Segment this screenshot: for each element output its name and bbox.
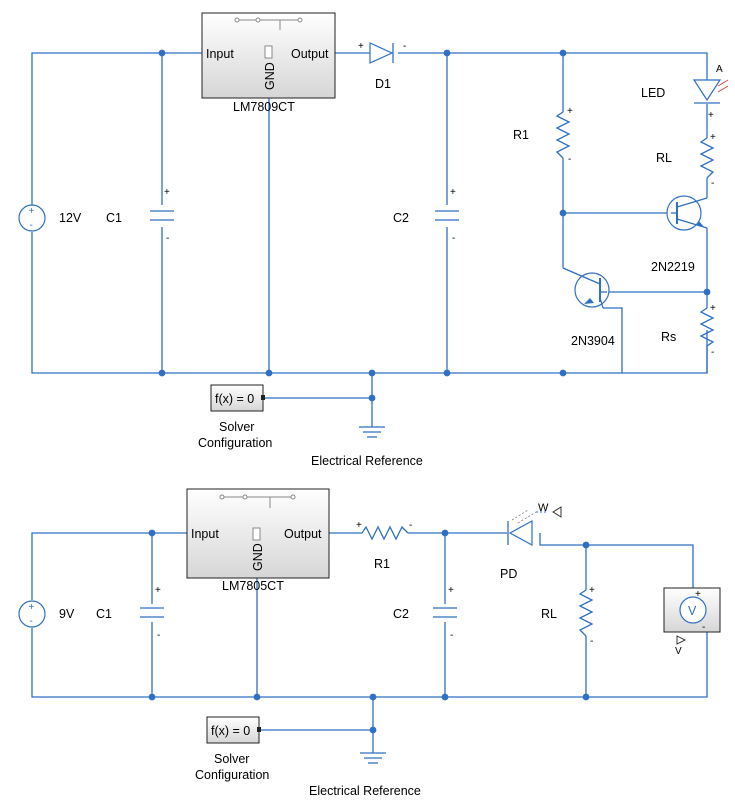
top-capacitor-c2[interactable]: + - xyxy=(435,187,459,244)
top-led-port: A xyxy=(716,64,723,75)
bottom-capacitor-c1[interactable]: + - xyxy=(140,585,164,641)
svg-text:+: + xyxy=(710,303,716,314)
bottom-pd-label: PD xyxy=(500,567,517,581)
bottom-regulator-block[interactable]: Input Output GND xyxy=(186,488,330,579)
top-c1-label: C1 xyxy=(106,211,122,225)
bottom-voltage-source[interactable]: + - xyxy=(18,600,46,628)
top-solver-label-1: Solver xyxy=(219,420,254,434)
top-d1-label: D1 xyxy=(375,77,391,91)
bottom-wires xyxy=(31,532,708,753)
top-capacitor-c1[interactable]: + - xyxy=(150,187,174,244)
bottom-solver-label-1: Solver xyxy=(214,752,249,766)
top-r1-label: R1 xyxy=(513,128,529,142)
bottom-ground-label: Electrical Reference xyxy=(309,784,421,798)
bottom-capacitor-c2[interactable]: + - xyxy=(433,585,457,641)
svg-text:+: + xyxy=(29,206,35,217)
top-circuit: + - 12V + - C1 Input Output xyxy=(18,12,729,468)
svg-text:+: + xyxy=(356,520,362,531)
svg-text:-: - xyxy=(702,622,705,633)
top-regulator-name: LM7809CT xyxy=(233,100,295,114)
top-resistor-r1[interactable]: + - xyxy=(555,106,573,165)
top-transistor-2n3904[interactable] xyxy=(562,267,610,309)
bottom-c2-label: C2 xyxy=(393,607,409,621)
svg-text:-: - xyxy=(30,616,33,627)
top-solver-configuration[interactable]: f(x) = 0 xyxy=(210,384,265,412)
top-ground-label: Electrical Reference xyxy=(311,454,423,468)
svg-text:+: + xyxy=(29,602,35,613)
svg-text:+: + xyxy=(358,41,364,52)
top-led-label: LED xyxy=(641,86,665,100)
bottom-solver-configuration[interactable]: f(x) = 0 xyxy=(206,716,261,744)
svg-text:-: - xyxy=(403,41,406,52)
svg-text:+: + xyxy=(155,585,161,596)
bottom-pd-port: W xyxy=(538,502,549,514)
svg-text:-: - xyxy=(568,154,571,165)
svg-text:-: - xyxy=(157,630,160,641)
bottom-resistor-r1[interactable]: + - xyxy=(356,520,412,541)
bottom-voltmeter[interactable]: V + - V xyxy=(663,587,721,657)
svg-text:+: + xyxy=(448,585,454,596)
top-led[interactable]: A + xyxy=(692,64,729,121)
svg-text:-: - xyxy=(30,220,33,231)
top-rl-label: RL xyxy=(656,151,672,165)
bottom-regulator-name: LM7805CT xyxy=(222,579,284,593)
top-resistor-rs[interactable]: + - xyxy=(699,303,716,373)
svg-text:+: + xyxy=(164,187,170,198)
top-voltage-source[interactable]: + - xyxy=(18,204,46,232)
svg-text:+: + xyxy=(708,110,714,121)
bottom-r1-label: R1 xyxy=(374,557,390,571)
svg-text:-: - xyxy=(711,178,714,189)
top-q2-label: 2N3904 xyxy=(571,334,615,348)
svg-text:+: + xyxy=(567,106,573,117)
bottom-rl-label: RL xyxy=(541,607,557,621)
svg-text:+: + xyxy=(695,589,701,600)
bottom-voltmeter-symbol: V xyxy=(688,604,697,618)
bottom-reg-output-port: Output xyxy=(284,527,322,541)
top-solver-expr: f(x) = 0 xyxy=(215,392,254,406)
bottom-c1-label: C1 xyxy=(96,607,112,621)
top-junctions xyxy=(158,49,711,402)
top-reg-gnd-port: GND xyxy=(263,62,277,90)
top-reg-input-port: Input xyxy=(206,47,234,61)
bottom-photodiode[interactable]: W xyxy=(507,502,562,547)
top-diode-d1[interactable]: + - xyxy=(358,41,406,64)
bottom-circuit: + - 9V + - C1 Input Output xyxy=(18,488,721,798)
svg-text:+: + xyxy=(710,132,716,143)
top-solver-label-2: Configuration xyxy=(198,436,272,450)
svg-text:+: + xyxy=(450,187,456,198)
top-source-label: 12V xyxy=(59,211,82,225)
bottom-reg-input-port: Input xyxy=(191,527,219,541)
top-ground-symbol[interactable] xyxy=(359,426,385,438)
bottom-ground-symbol[interactable] xyxy=(360,752,386,764)
svg-text:-: - xyxy=(590,636,593,647)
svg-text:-: - xyxy=(711,347,714,358)
top-c2-label: C2 xyxy=(393,211,409,225)
svg-text:+: + xyxy=(589,585,595,596)
bottom-resistor-rl[interactable]: + - xyxy=(578,585,595,647)
svg-text:-: - xyxy=(452,233,455,244)
top-reg-output-port: Output xyxy=(291,47,329,61)
svg-text:-: - xyxy=(409,520,412,531)
bottom-solver-label-2: Configuration xyxy=(195,768,269,782)
top-resistor-rl[interactable]: + - xyxy=(699,132,716,189)
bottom-junctions xyxy=(148,529,590,734)
top-transistor-2n2219[interactable] xyxy=(666,195,708,231)
svg-text:-: - xyxy=(166,233,169,244)
top-q1-label: 2N2219 xyxy=(651,260,695,274)
bottom-voltmeter-port: V xyxy=(675,646,682,657)
bottom-reg-gnd-port: GND xyxy=(251,543,265,571)
bottom-solver-expr: f(x) = 0 xyxy=(211,724,250,738)
svg-text:-: - xyxy=(450,630,453,641)
bottom-source-label: 9V xyxy=(59,607,75,621)
top-regulator-block[interactable]: Input Output GND xyxy=(201,12,336,99)
top-rs-label: Rs xyxy=(661,330,676,344)
